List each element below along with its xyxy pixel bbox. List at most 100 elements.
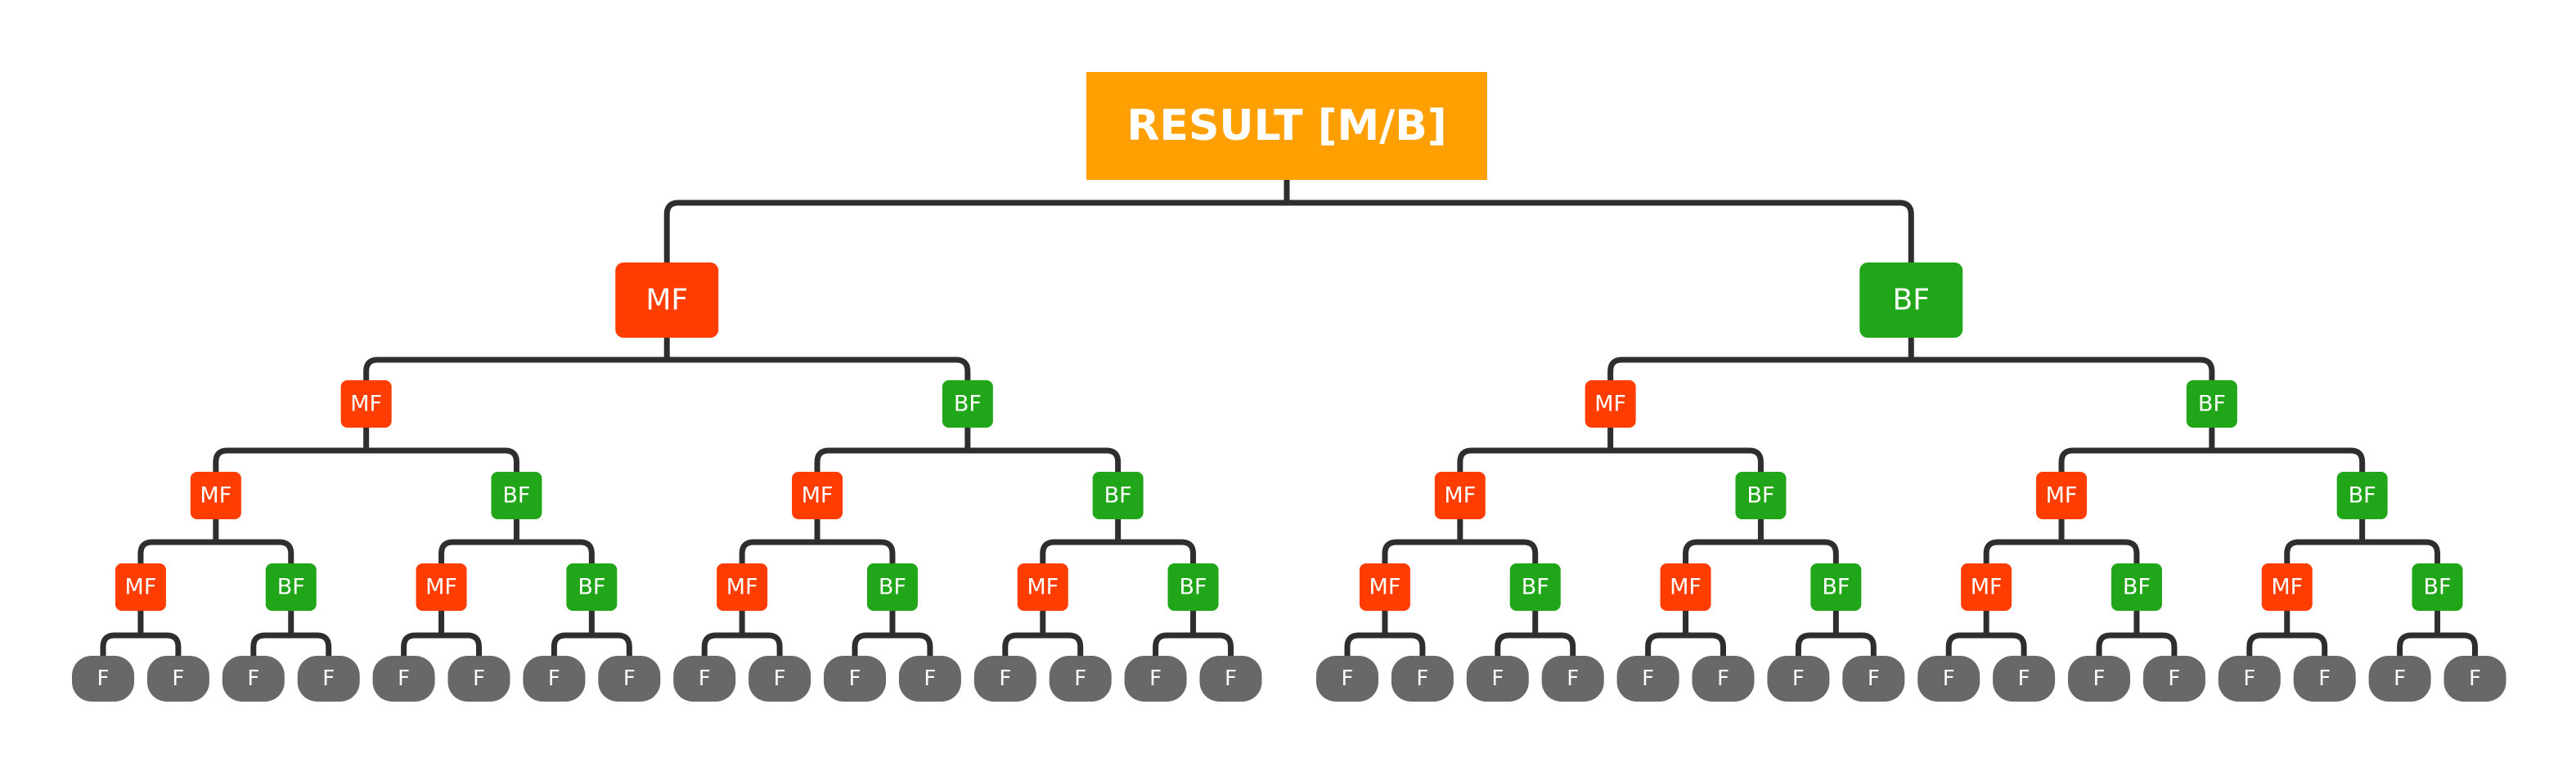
f-label: F [473, 666, 485, 691]
mf-box [2036, 472, 2088, 519]
bf-label: BF [1104, 483, 1132, 509]
edge-l2-2 [739, 516, 896, 567]
f-node-l4-26: F [2068, 656, 2130, 702]
f-label: F [699, 666, 711, 691]
f-label: F [1792, 666, 1805, 691]
bf-box [265, 563, 317, 611]
f-label: F [2394, 666, 2406, 691]
f-label: F [1868, 666, 1880, 691]
bf-label: BF [1822, 575, 1850, 600]
f-node-l4-18: F [1466, 656, 1529, 702]
bf-box [2412, 563, 2463, 611]
root-label: RESULT [M/B] [1126, 101, 1446, 150]
bf-label: BF [2198, 392, 2226, 417]
bf-box [1167, 563, 1219, 611]
mf-box [792, 472, 843, 519]
f-node-l4-16: F [1316, 656, 1378, 702]
edge-l2-4 [1382, 516, 1539, 567]
edge-l3-0 [100, 608, 182, 659]
f-label: F [172, 666, 184, 691]
bf-node-l3-13: BF [2111, 563, 2162, 611]
mf-node-l3-8: MF [1359, 563, 1410, 611]
edge-l3-1 [250, 608, 332, 659]
bf-label: BF [2349, 483, 2376, 509]
f-node-l4-15: F [1199, 656, 1262, 702]
f-node-l4-8: F [673, 656, 736, 702]
mf-label: MF [350, 392, 382, 417]
edge-l2-3 [1040, 516, 1197, 567]
bf-label: BF [954, 392, 982, 417]
bf-box [2336, 472, 2388, 519]
mf-node-l2-0: MF [190, 472, 241, 519]
bf-label: BF [2123, 575, 2151, 600]
f-node-l4-11: F [898, 656, 961, 702]
mf-box [190, 472, 241, 519]
bf-node-l3-11: BF [1810, 563, 1862, 611]
mf-label: MF [802, 483, 834, 509]
f-label: F [1342, 666, 1354, 691]
f-box [297, 656, 360, 702]
nodes: RESULT [M/B] MF BF MF BF MF BF MF BF MF BF MF BF MF B… [72, 72, 2506, 702]
edge-l1-1 [814, 424, 1122, 475]
f-node-l4-22: F [1767, 656, 1830, 702]
edge-root [663, 177, 1914, 266]
f-label: F [2093, 666, 2106, 691]
f-box [1917, 656, 1980, 702]
bf-node-l3-15: BF [2412, 563, 2463, 611]
mf-label: MF [1670, 575, 1702, 600]
bf-box [1092, 472, 1144, 519]
mf-box [340, 380, 392, 428]
bf-box [1810, 563, 1862, 611]
f-box [1199, 656, 1262, 702]
edge-l1-0 [213, 424, 519, 475]
bf-label: BF [1180, 575, 1207, 600]
f-label: F [2318, 666, 2331, 691]
mf-node-l3-14: MF [2261, 563, 2313, 611]
mf-box [1434, 472, 1486, 519]
bf-label: BF [879, 575, 906, 600]
bf-box [866, 563, 918, 611]
edge-l3-14 [2246, 608, 2328, 659]
f-label: F [623, 666, 636, 691]
edge-l3-13 [2096, 608, 2178, 659]
mf-label: MF [425, 575, 457, 600]
bf-label: BF [2424, 575, 2452, 600]
mf-node-l1-2: MF [1585, 380, 1636, 428]
f-node-l4-25: F [1993, 656, 2056, 702]
edge-l2-7 [2284, 516, 2441, 567]
f-box [2293, 656, 2356, 702]
edge-l1-2 [1457, 424, 1764, 475]
mf-node-l3-0: MF [115, 563, 166, 611]
bf-label: BF [578, 575, 605, 600]
edge-l3-10 [1645, 608, 1726, 659]
f-box [598, 656, 661, 702]
bf-node-l2-3: BF [1092, 472, 1144, 519]
f-label: F [2018, 666, 2030, 691]
edge-l2-1 [438, 516, 595, 567]
mf-box [115, 563, 166, 611]
f-node-l4-1: F [146, 656, 209, 702]
f-box [1391, 656, 1454, 702]
mf-label: MF [726, 575, 758, 600]
bf-box [566, 563, 618, 611]
mf-node-l3-4: MF [717, 563, 768, 611]
f-box [824, 656, 886, 702]
f-box [372, 656, 435, 702]
edge-l3-6 [1002, 608, 1084, 659]
bf-box [491, 472, 542, 519]
f-box [898, 656, 961, 702]
mf-node-l3-2: MF [416, 563, 467, 611]
f-box [1466, 656, 1529, 702]
mf-label: MF [125, 575, 157, 600]
bf-node-l3-5: BF [866, 563, 918, 611]
mf-box [717, 563, 768, 611]
f-label: F [247, 666, 259, 691]
f-box [1316, 656, 1378, 702]
f-label: F [1149, 666, 1162, 691]
f-box [1124, 656, 1187, 702]
mf-node-l3-12: MF [1961, 563, 2012, 611]
f-node-l4-23: F [1842, 656, 1905, 702]
mf-label: MF [1027, 575, 1059, 600]
edge-l3-12 [1945, 608, 2027, 659]
bf-node-l2-7: BF [2336, 472, 2388, 519]
